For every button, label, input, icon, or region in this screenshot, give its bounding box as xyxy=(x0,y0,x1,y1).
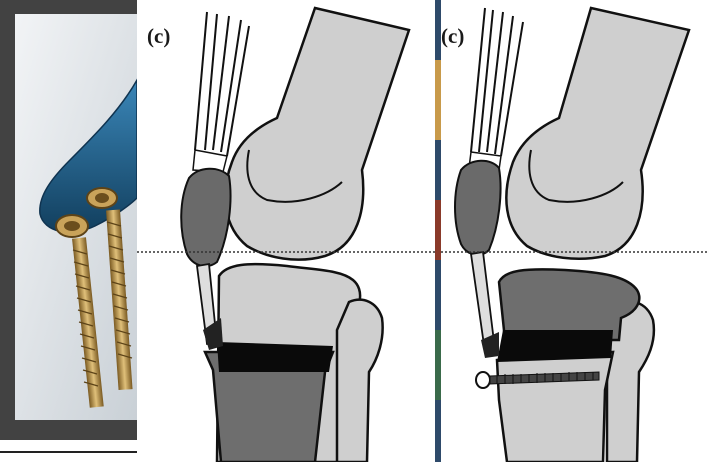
quadriceps-tendon xyxy=(471,8,523,156)
bone-plate-photo-image xyxy=(0,0,137,462)
wedge-implant xyxy=(497,330,613,362)
knee-diagram-left: (c) xyxy=(137,0,435,462)
panel-label-right: (c) xyxy=(441,24,464,49)
fibula xyxy=(337,300,383,462)
panel-label-left: (c) xyxy=(147,24,170,49)
femur xyxy=(506,8,689,259)
femur xyxy=(225,8,409,260)
knee-diagram-right-svg xyxy=(441,0,709,462)
tibia-proximal xyxy=(499,269,639,340)
knee-diagram-left-svg xyxy=(137,0,435,462)
wedge-implant xyxy=(217,342,333,372)
quadriceps-tendon xyxy=(195,12,249,156)
tibia-distal xyxy=(497,352,613,462)
patella xyxy=(455,161,501,255)
knee-diagram-right: (c) xyxy=(441,0,709,462)
bone-plate-photo xyxy=(0,0,137,462)
